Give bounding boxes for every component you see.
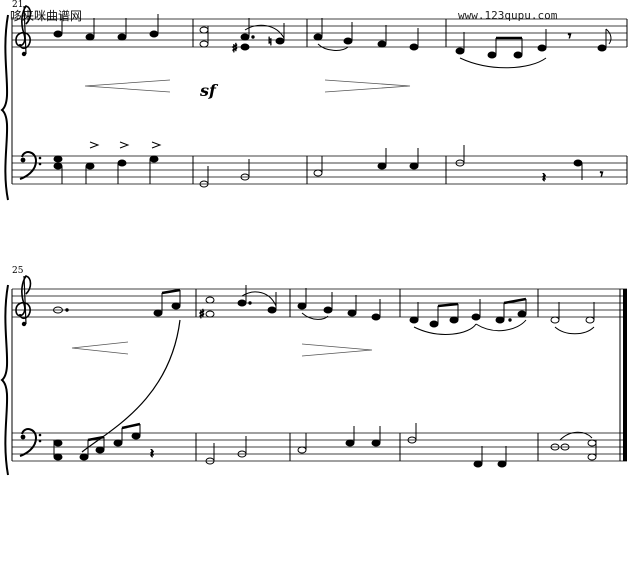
decrescendo-icon: [301, 343, 373, 357]
rest-icon: 𝄾: [568, 29, 571, 43]
sf-dynamic: sf: [199, 81, 219, 100]
treble-notes: ♯ ♮ 𝄾: [53, 14, 612, 69]
bass-notes: 𝄽: [53, 422, 597, 468]
barlines: [11, 289, 627, 461]
staff-lines: [12, 18, 627, 185]
system-brace: [0, 14, 9, 476]
decrescendo-icon: [324, 79, 411, 93]
cross-staff-slur: [81, 319, 181, 453]
treble-clef-icon: [15, 275, 32, 328]
measure-number: 25: [12, 266, 24, 276]
svg-text:♮: ♮: [268, 35, 272, 48]
svg-text:𝄽: 𝄽: [542, 171, 546, 186]
svg-text:𝄽: 𝄽: [150, 447, 154, 462]
svg-text:♯: ♯: [199, 307, 205, 321]
crescendo-icon: [84, 79, 171, 93]
bass-notes: 𝄽 𝄾: [53, 141, 604, 188]
crescendo-icon: [71, 341, 129, 355]
treble-clef-icon: [15, 5, 32, 58]
barlines: [11, 19, 628, 184]
site-watermark: 哆来咪曲谱网: [10, 9, 83, 23]
measure-number: 21: [12, 0, 24, 10]
svg-text:♯: ♯: [232, 41, 238, 55]
treble-notes: ♯: [53, 285, 595, 335]
svg-text:𝄾: 𝄾: [600, 167, 603, 181]
